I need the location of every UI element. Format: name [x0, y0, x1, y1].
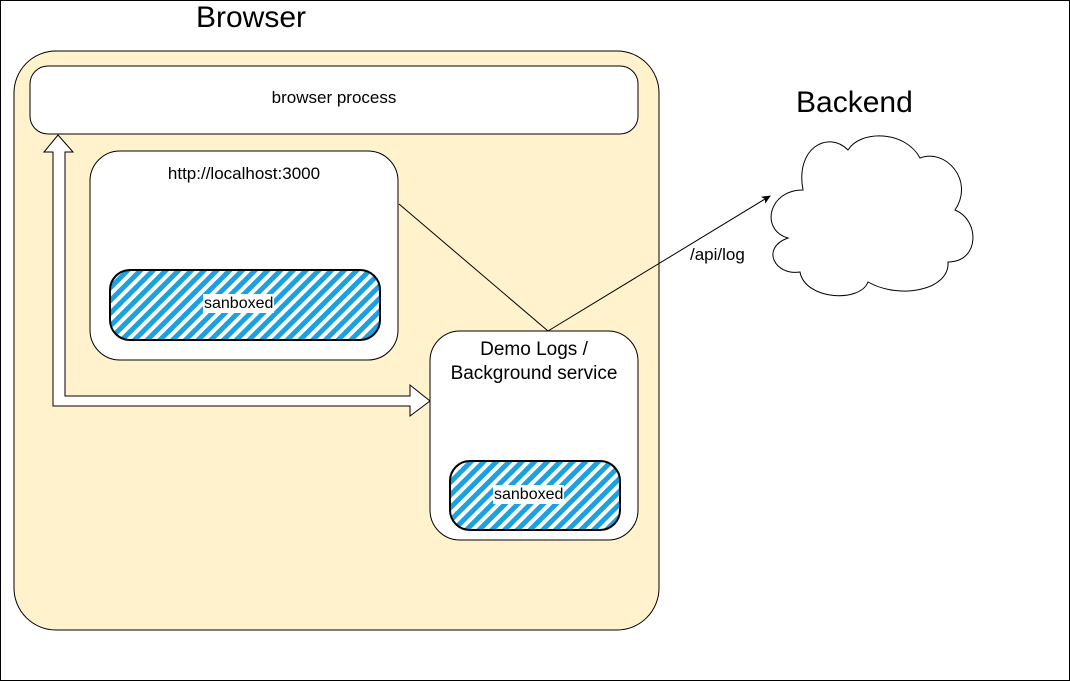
browser-process-label: browser process: [271, 88, 397, 107]
browser-title: Browser: [196, 1, 307, 34]
backend-title: Backend: [796, 86, 913, 119]
browser-process-box: [29, 65, 639, 135]
localhost-to-service-line: [398, 203, 549, 332]
api-log-label: /api/log: [690, 245, 745, 264]
demo-logs-label: Demo Logs / Background service: [450, 339, 618, 384]
ipc-arrow: [42, 134, 431, 417]
localhost-label: http://localhost:3000: [167, 164, 321, 183]
backend-cloud: [770, 135, 974, 297]
sandbox-label-2: sanboxed: [493, 485, 565, 504]
sandbox-label-1: sanboxed: [203, 294, 275, 313]
api-log-edge: [547, 195, 771, 332]
